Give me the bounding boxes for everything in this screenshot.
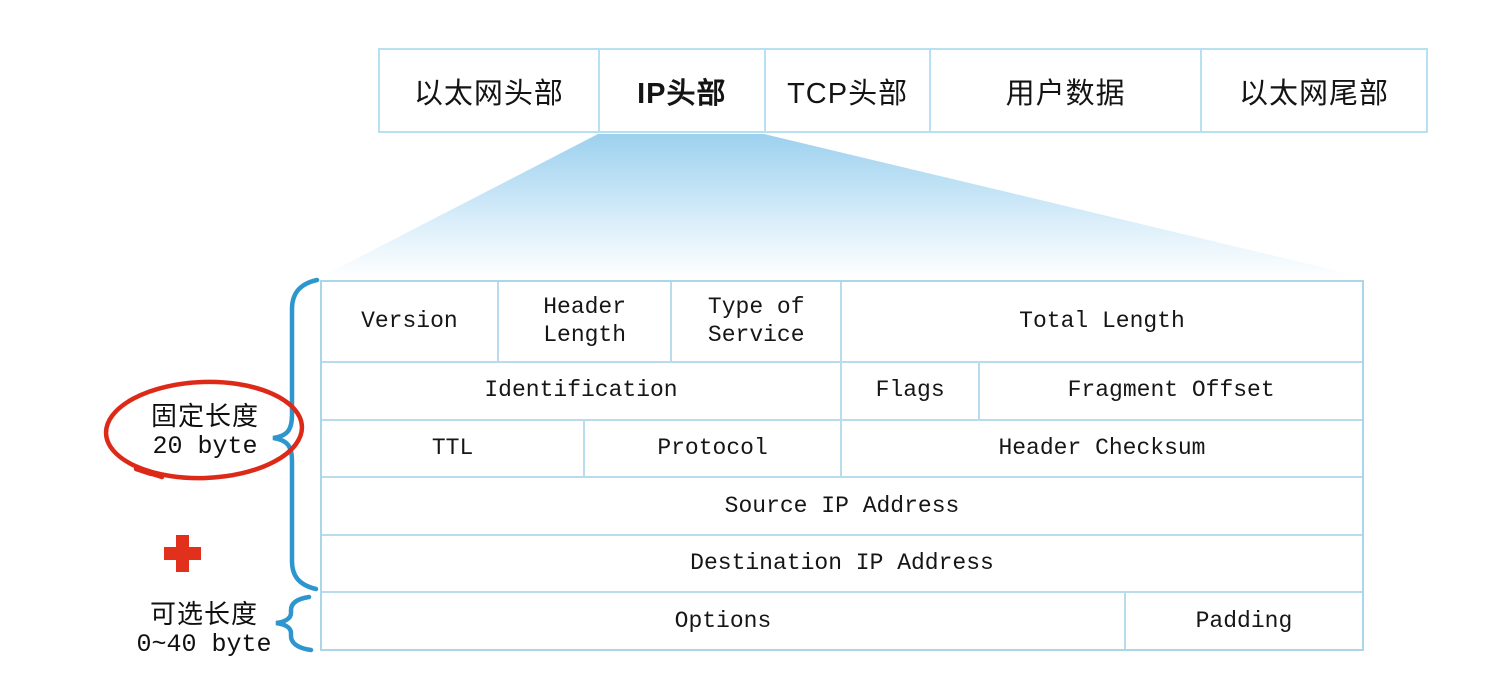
optional-length-value: 0~40 byte (136, 630, 272, 659)
fixed-length-annotation: 固定长度 20 byte (128, 401, 282, 461)
fixed-length-brace (272, 277, 320, 592)
field-version: Version (322, 282, 499, 361)
field-fragment-offset: Fragment Offset (1067, 377, 1275, 404)
field-ttl: TTL (322, 420, 586, 477)
table-row: Identification Flags Fragment Offset (322, 362, 1362, 421)
table-row: Destination IP Address (322, 536, 1362, 594)
fixed-length-circle (103, 379, 305, 481)
field-source-ip: Source IP Address (724, 492, 960, 519)
frame-cell-tcp-header: TCP头部 (766, 50, 932, 131)
table-row: Options Padding (322, 593, 1362, 650)
optional-length-label: 可选长度 (149, 599, 258, 629)
field-total-length: Total Length (1019, 308, 1185, 335)
optional-length-annotation: 可选长度 0~40 byte (120, 599, 288, 659)
frame-cell-ip-header: IP头部 (600, 50, 766, 131)
plus-icon (164, 535, 201, 572)
fixed-length-value: 20 byte (152, 432, 258, 461)
funnel-shape (321, 134, 1363, 277)
frame-cell-ethernet-trailer: 以太网尾部 (1239, 77, 1390, 110)
field-type-of-service: Type of Service (672, 282, 842, 361)
frame-cell-user-data: 用户数据 (931, 50, 1203, 131)
fixed-length-circle-tail (133, 466, 165, 480)
field-header-length: Header Length (499, 282, 673, 361)
optional-length-brace (275, 594, 314, 653)
field-options: Options (322, 593, 1126, 650)
field-header-checksum: Header Checksum (998, 435, 1206, 461)
field-identification: Identification (322, 362, 842, 419)
table-row: Version Header Length Type of Service To… (322, 282, 1362, 363)
field-protocol: Protocol (585, 420, 842, 477)
field-padding: Padding (1195, 607, 1293, 634)
field-destination-ip: Destination IP Address (690, 550, 994, 577)
fixed-length-label: 固定长度 (150, 401, 259, 431)
table-row: TTL Protocol Header Checksum (322, 420, 1362, 479)
ip-header-table: Version Header Length Type of Service To… (320, 280, 1364, 651)
frame-cell-ethernet-header: 以太网头部 (380, 50, 600, 131)
table-row: Source IP Address (322, 478, 1362, 536)
field-flags: Flags (842, 362, 981, 419)
ethernet-frame-row: 以太网头部 IP头部 TCP头部 用户数据 以太网尾部 (378, 48, 1428, 133)
